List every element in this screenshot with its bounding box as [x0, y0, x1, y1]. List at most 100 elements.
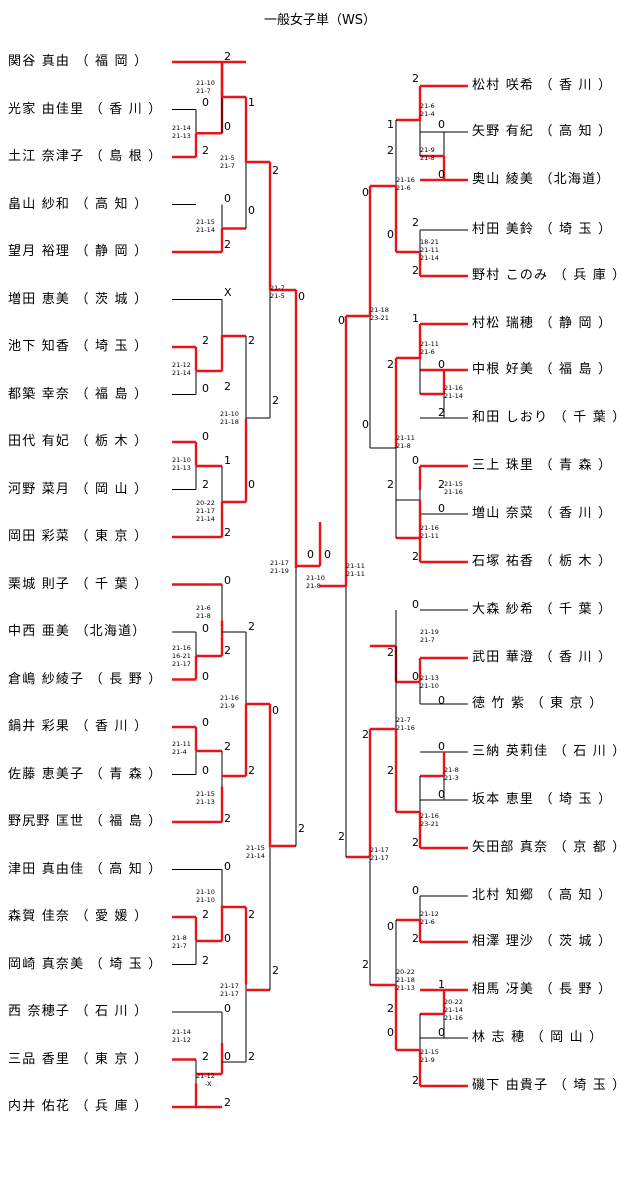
- game-score: 21-16: [172, 644, 191, 652]
- match-score-digit: 2: [387, 764, 394, 777]
- match-score-digit: 2: [387, 358, 394, 371]
- match-score-digit: 2: [248, 620, 255, 633]
- game-score: 21-11: [420, 340, 439, 348]
- game-score: 21-13: [172, 132, 191, 140]
- game-score: 21-9: [220, 702, 235, 710]
- match-score-digit: 0: [202, 382, 209, 395]
- match-score-digit: 2: [272, 164, 279, 177]
- game-score: 18-21: [420, 238, 439, 246]
- player-name: 岡田 彩菜: [8, 529, 71, 544]
- match-score-digit: 2: [338, 830, 345, 843]
- player-prefecture: （ 香 川 ）: [534, 78, 613, 93]
- right-player-entry: 矢野 有紀 （ 高 知 ）: [472, 124, 612, 140]
- match-score-digit: 0: [202, 430, 209, 443]
- game-score: 21-15: [246, 844, 265, 852]
- player-name: 奥山 綾美: [472, 172, 535, 187]
- match-score-digit: 0: [438, 694, 445, 707]
- game-score: 21-17: [370, 854, 389, 862]
- player-prefecture: （ 兵 庫 ）: [70, 1099, 149, 1114]
- left-player-entry: 岡田 彩菜 （ 東 京 ）: [8, 529, 148, 545]
- player-prefecture: （ 東 京 ）: [70, 1051, 149, 1067]
- match-score-digit: 2: [224, 740, 231, 753]
- right-player-entry: 大森 紗希 （ 千 葉 ）: [472, 602, 612, 618]
- player-prefecture: （北海道）: [534, 172, 611, 187]
- player-name: 増山 奈菜: [472, 506, 535, 521]
- game-score: 21-12: [196, 1072, 215, 1080]
- game-score: 21-11: [346, 570, 365, 578]
- player-name: 矢田部 真奈: [472, 840, 549, 855]
- game-score: 21-15: [444, 480, 463, 488]
- player-prefecture: （ 香 川 ）: [84, 101, 163, 117]
- match-score-digit: X: [224, 286, 232, 299]
- match-score-digit: 2: [202, 954, 209, 967]
- match-score-digit: 0: [324, 548, 331, 561]
- match-score-digit: 2: [412, 932, 419, 945]
- player-prefecture: （ 青 森 ）: [534, 458, 613, 473]
- game-score: 21-14: [444, 1006, 463, 1014]
- player-prefecture: （ 栃 木 ）: [70, 434, 149, 449]
- player-prefecture: （ 兵 庫 ）: [548, 268, 627, 283]
- match-score-digit: 2: [362, 728, 369, 741]
- player-name: 望月 裕理: [8, 244, 71, 259]
- player-name: 都築 幸奈: [8, 386, 71, 402]
- player-prefecture: （ 静 岡 ）: [70, 244, 149, 259]
- player-name: 相澤 理沙: [472, 934, 535, 949]
- player-name: 倉嶋 紗綾子: [8, 671, 85, 687]
- match-score-digit: 0: [438, 1026, 445, 1039]
- right-player-entry: 相澤 理沙 （ 茨 城 ）: [472, 934, 612, 950]
- match-score-digit: 2: [248, 908, 255, 921]
- game-score: 21-4: [172, 748, 187, 756]
- player-name: 野尻野 匡世: [8, 814, 85, 829]
- match-score-digit: 2: [412, 72, 419, 85]
- game-score: 21-7: [196, 87, 211, 95]
- match-score-digit: 1: [387, 118, 394, 131]
- player-prefecture: （ 福 岡 ）: [70, 54, 149, 69]
- game-score: 21-10: [196, 888, 215, 896]
- player-name: 光家 由佳里: [8, 101, 85, 117]
- left-player-entry: 中西 亜美 （北海道）: [8, 624, 146, 640]
- right-player-entry: 磯下 由貴子 （ 埼 玉 ）: [472, 1078, 626, 1094]
- game-score: 21-14: [196, 515, 215, 523]
- game-score: 21-11: [420, 532, 439, 540]
- game-score: 21-12: [172, 1036, 191, 1044]
- game-score: 21-11: [346, 562, 365, 570]
- player-prefecture: （ 福 島 ）: [534, 362, 613, 377]
- match-score-digit: 0: [307, 548, 314, 561]
- match-score-digit: 0: [224, 932, 231, 945]
- player-name: 北村 知郷: [472, 888, 535, 903]
- game-score: 23-21: [420, 820, 439, 828]
- game-score: 21-10: [196, 79, 215, 87]
- match-score-digit: 2: [387, 478, 394, 491]
- player-name: 内井 佑花: [8, 1099, 71, 1114]
- game-score: 21-11: [172, 740, 191, 748]
- player-name: 坂本 恵里: [472, 792, 535, 807]
- player-name: 武田 華澄: [472, 650, 535, 665]
- match-score-digit: 0: [387, 1026, 394, 1039]
- player-name: 松村 咲希: [472, 78, 535, 93]
- game-score: 21-6: [196, 604, 211, 612]
- match-score-digit: 2: [224, 644, 231, 657]
- player-prefecture: （北海道）: [70, 624, 147, 639]
- match-score-digit: 0: [202, 764, 209, 777]
- left-player-entry: 畠山 紗和 （ 高 知 ）: [8, 197, 148, 213]
- right-player-entry: 村松 瑞穂 （ 静 岡 ）: [472, 316, 612, 332]
- match-score-digit: 0: [412, 454, 419, 467]
- game-score: 21-16: [420, 812, 439, 820]
- player-prefecture: （ 香 川 ）: [534, 650, 613, 665]
- match-score-digit: 2: [248, 334, 255, 347]
- player-prefecture: （ 茨 城 ）: [534, 934, 613, 949]
- game-score: 21-11: [420, 246, 439, 254]
- right-player-entry: 奥山 綾美 （北海道）: [472, 172, 610, 188]
- player-prefecture: （ 千 葉 ）: [70, 576, 149, 592]
- player-prefecture: （ 青 森 ）: [84, 766, 163, 782]
- left-player-entry: 河野 菜月 （ 岡 山 ）: [8, 482, 148, 498]
- match-score-digit: 0: [202, 96, 209, 109]
- match-score-digit: 0: [202, 622, 209, 635]
- player-prefecture: （ 岡 山 ）: [525, 1030, 604, 1045]
- match-score-digit: 1: [248, 96, 255, 109]
- left-player-entry: 倉嶋 紗綾子 （ 長 野 ）: [8, 672, 162, 688]
- player-prefecture: （ 愛 媛 ）: [70, 909, 149, 924]
- match-score-digit: 2: [224, 812, 231, 825]
- game-score: 21-13: [420, 674, 439, 682]
